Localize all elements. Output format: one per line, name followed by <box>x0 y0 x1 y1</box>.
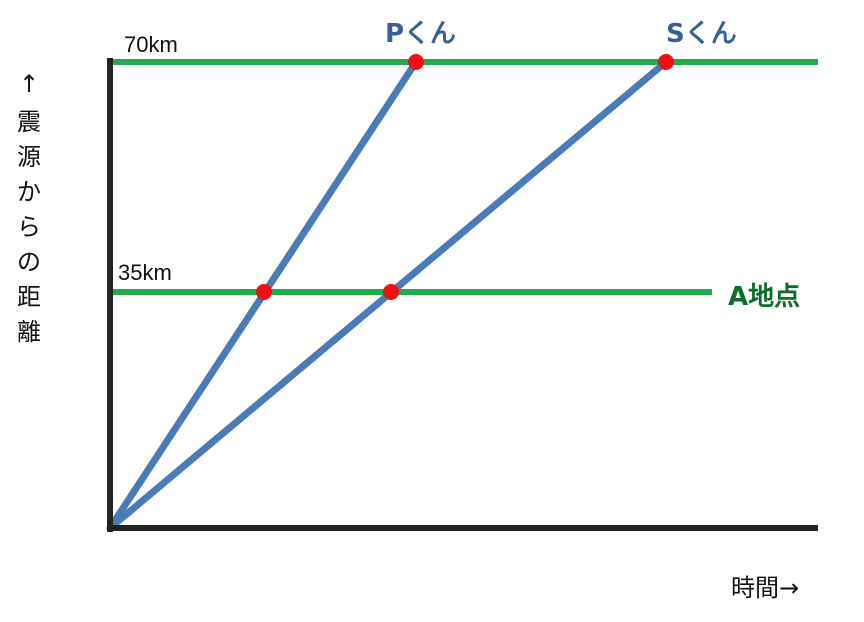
y-axis-char-6: 距 <box>17 283 41 311</box>
s-wave-label: Sくん <box>666 19 737 49</box>
point-a-label: A地点 <box>728 281 800 312</box>
y-axis-char-2: 源 <box>17 143 41 171</box>
marker-s-35km <box>383 284 399 300</box>
x-axis-label: 時間→ <box>731 574 799 602</box>
y-axis-label: ↑ 震 源 か ら の 距 離 <box>17 70 41 346</box>
y-axis-arrow: ↑ <box>19 70 39 98</box>
y-axis-char-3: か <box>17 178 41 206</box>
label-70km: 70km <box>124 32 178 57</box>
y-axis-char-4: ら <box>17 213 41 241</box>
y-axis-char-1: 震 <box>17 108 41 136</box>
marker-p-70km <box>408 54 424 70</box>
label-35km: 35km <box>118 260 172 285</box>
p-wave-label: Pくん <box>385 19 456 49</box>
marker-p-35km <box>256 284 272 300</box>
y-axis-char-5: の <box>17 248 41 276</box>
marker-s-70km <box>658 54 674 70</box>
y-axis-char-7: 離 <box>17 318 41 346</box>
